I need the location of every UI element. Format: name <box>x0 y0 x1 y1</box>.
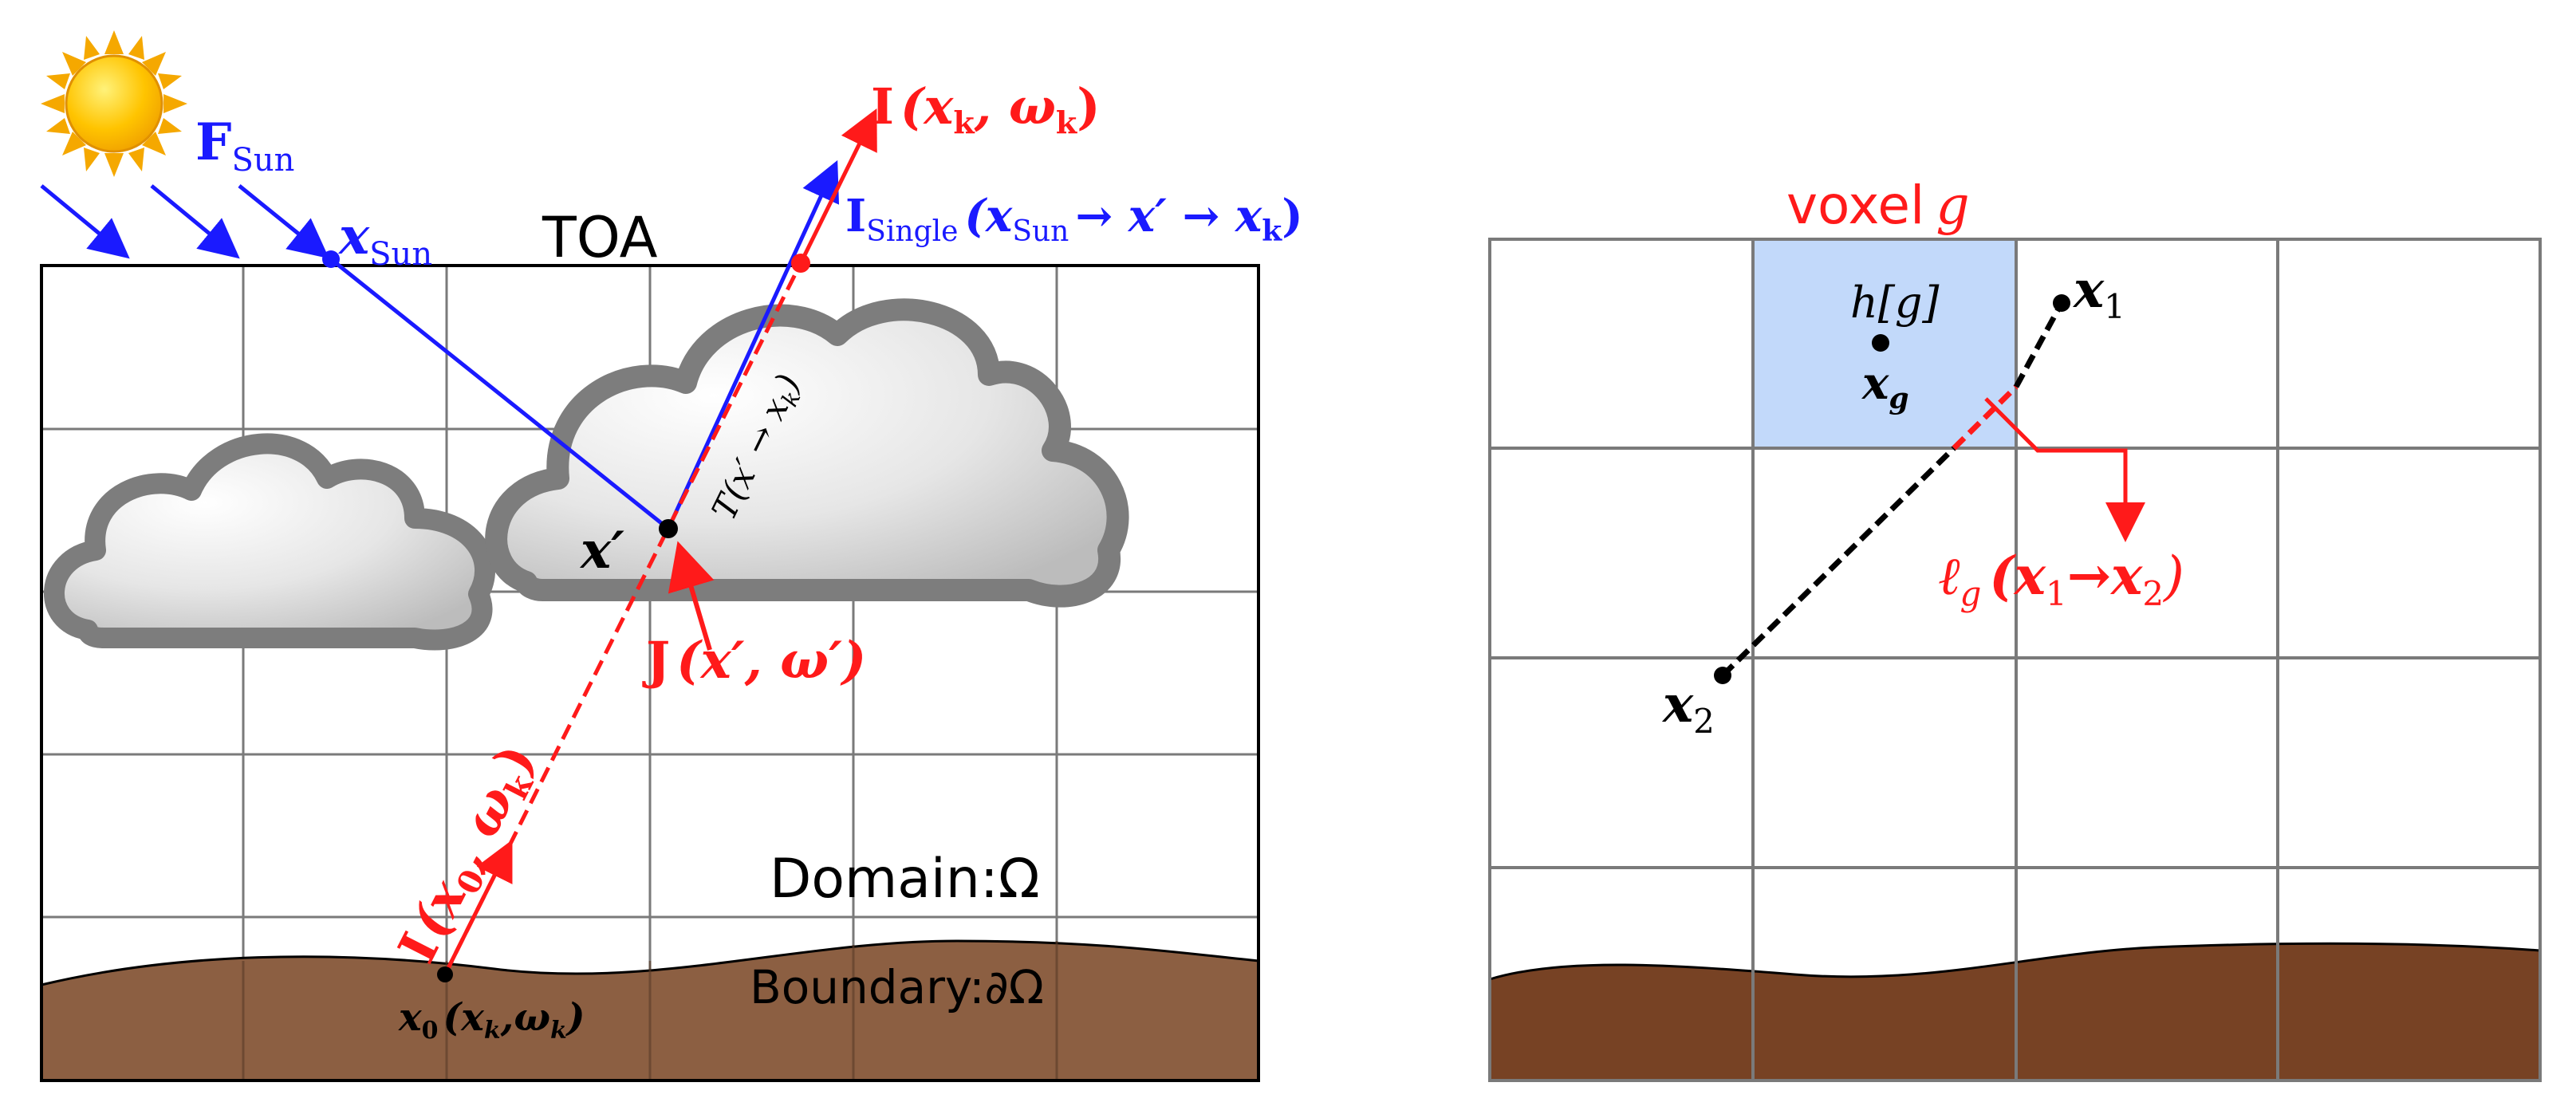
x-sun-label: xSun <box>337 207 432 273</box>
ray-segment-outside <box>1720 446 1956 678</box>
x2-label: x2 <box>1661 675 1715 741</box>
x2-point <box>1714 667 1731 684</box>
cloud-icon <box>44 433 496 651</box>
boundary-label: Boundary:∂Ω <box>750 960 1044 1014</box>
outgoing-ray <box>798 108 877 265</box>
radiance-xk-label: I(xk, ωk) <box>871 77 1101 140</box>
x0-label: x0(xk,ωk) <box>398 995 585 1045</box>
ell-callout-arrow <box>1984 397 2145 542</box>
h-g-label: h[g] <box>1850 278 1940 328</box>
xg-point <box>1872 334 1889 352</box>
x0-point <box>437 966 453 982</box>
left-panel: FSun xSun TOA I(xk, ωk) ISingle(xSun→ x′… <box>40 30 1303 1082</box>
x-prime-label: x′ <box>579 521 624 581</box>
f-sun-label: FSun <box>195 112 294 179</box>
solar-rays <box>40 184 329 259</box>
source-j-label: J(x′, ω′) <box>642 631 866 691</box>
path-length-label: ℓg(x1→x2) <box>1938 545 2184 613</box>
sun-path-ray <box>329 258 670 530</box>
x-g-label: xg <box>1861 357 1909 415</box>
right-grid <box>1488 238 2542 1082</box>
source-arrow <box>668 541 715 651</box>
x1-point <box>2053 294 2070 312</box>
toa-label: TOA <box>542 205 658 270</box>
cloud-icon <box>485 298 1129 608</box>
radiance-x0-label: I(x0, ωk) <box>387 735 551 974</box>
domain-label: Domain:Ω <box>770 848 1040 911</box>
boundary-ray <box>443 840 513 976</box>
x1-label: x1 <box>2072 260 2125 326</box>
ray-segment-in-voxel <box>1952 384 2019 451</box>
x-prime-point <box>659 519 678 538</box>
x-sun-point <box>322 250 340 268</box>
toa-exit-point <box>791 254 810 273</box>
ray-segment-outside-top <box>2013 301 2065 388</box>
sun-icon <box>41 30 187 177</box>
domain-border <box>40 264 1260 1082</box>
single-scatter-label: ISingle(xSun→ x′ → xk) <box>845 190 1303 248</box>
